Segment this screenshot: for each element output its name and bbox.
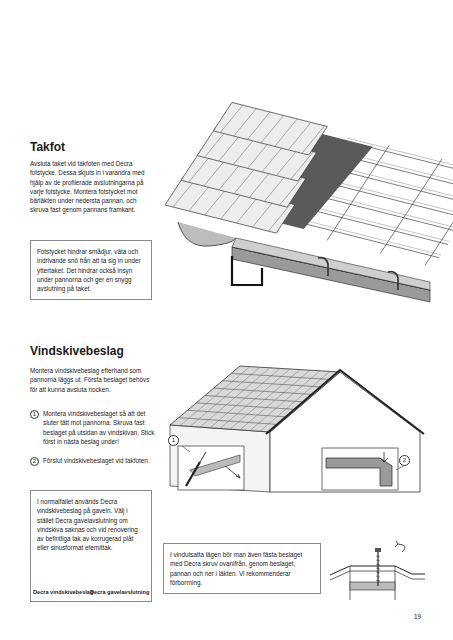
note-text: Fotstycket hindrar smådjur, väta och ind…: [37, 247, 145, 293]
screw-illustration: [330, 541, 425, 600]
product-caption: Decra vindskivebeslag: [33, 589, 93, 596]
callout-number: 2: [403, 457, 406, 464]
product-caption: Decra gavelavslutning: [90, 589, 149, 596]
eaves-illustration: [165, 102, 453, 302]
step-text: Förslut vindskivebeslaget vid takfoten.: [43, 456, 155, 465]
callout-number: 2: [399, 455, 410, 466]
note-text: I vindutsatta lägen bör man även fästa b…: [170, 550, 314, 587]
callout-number: 1: [33, 411, 36, 418]
page-number: 19: [414, 612, 434, 621]
note-text: I normalfallet används Decra vindskivebe…: [37, 497, 145, 553]
note-box: I normalfallet används Decra vindskivebe…: [30, 490, 152, 602]
callout-number: 1: [168, 435, 179, 446]
body-text: Montera vindskivebeslag efterhand som pa…: [30, 366, 154, 394]
gable-illustration: [170, 366, 424, 492]
section-heading: Vindskivebeslag: [30, 344, 160, 358]
body-text: Avsluta taket vid takfoten med Decra fot…: [30, 159, 154, 215]
callout-number: 1: [30, 410, 39, 419]
callout-number: 2: [30, 457, 39, 466]
step-text: Montera vindskivebeslaget så att det slu…: [43, 409, 155, 446]
section-heading: Takfot: [30, 140, 150, 154]
callout-number: 2: [33, 458, 36, 465]
callout-number: 1: [172, 437, 175, 444]
note-box: Fotstycket hindrar smådjur, väta och ind…: [30, 240, 152, 300]
note-box: I vindutsatta lägen bör man även fästa b…: [163, 543, 321, 594]
